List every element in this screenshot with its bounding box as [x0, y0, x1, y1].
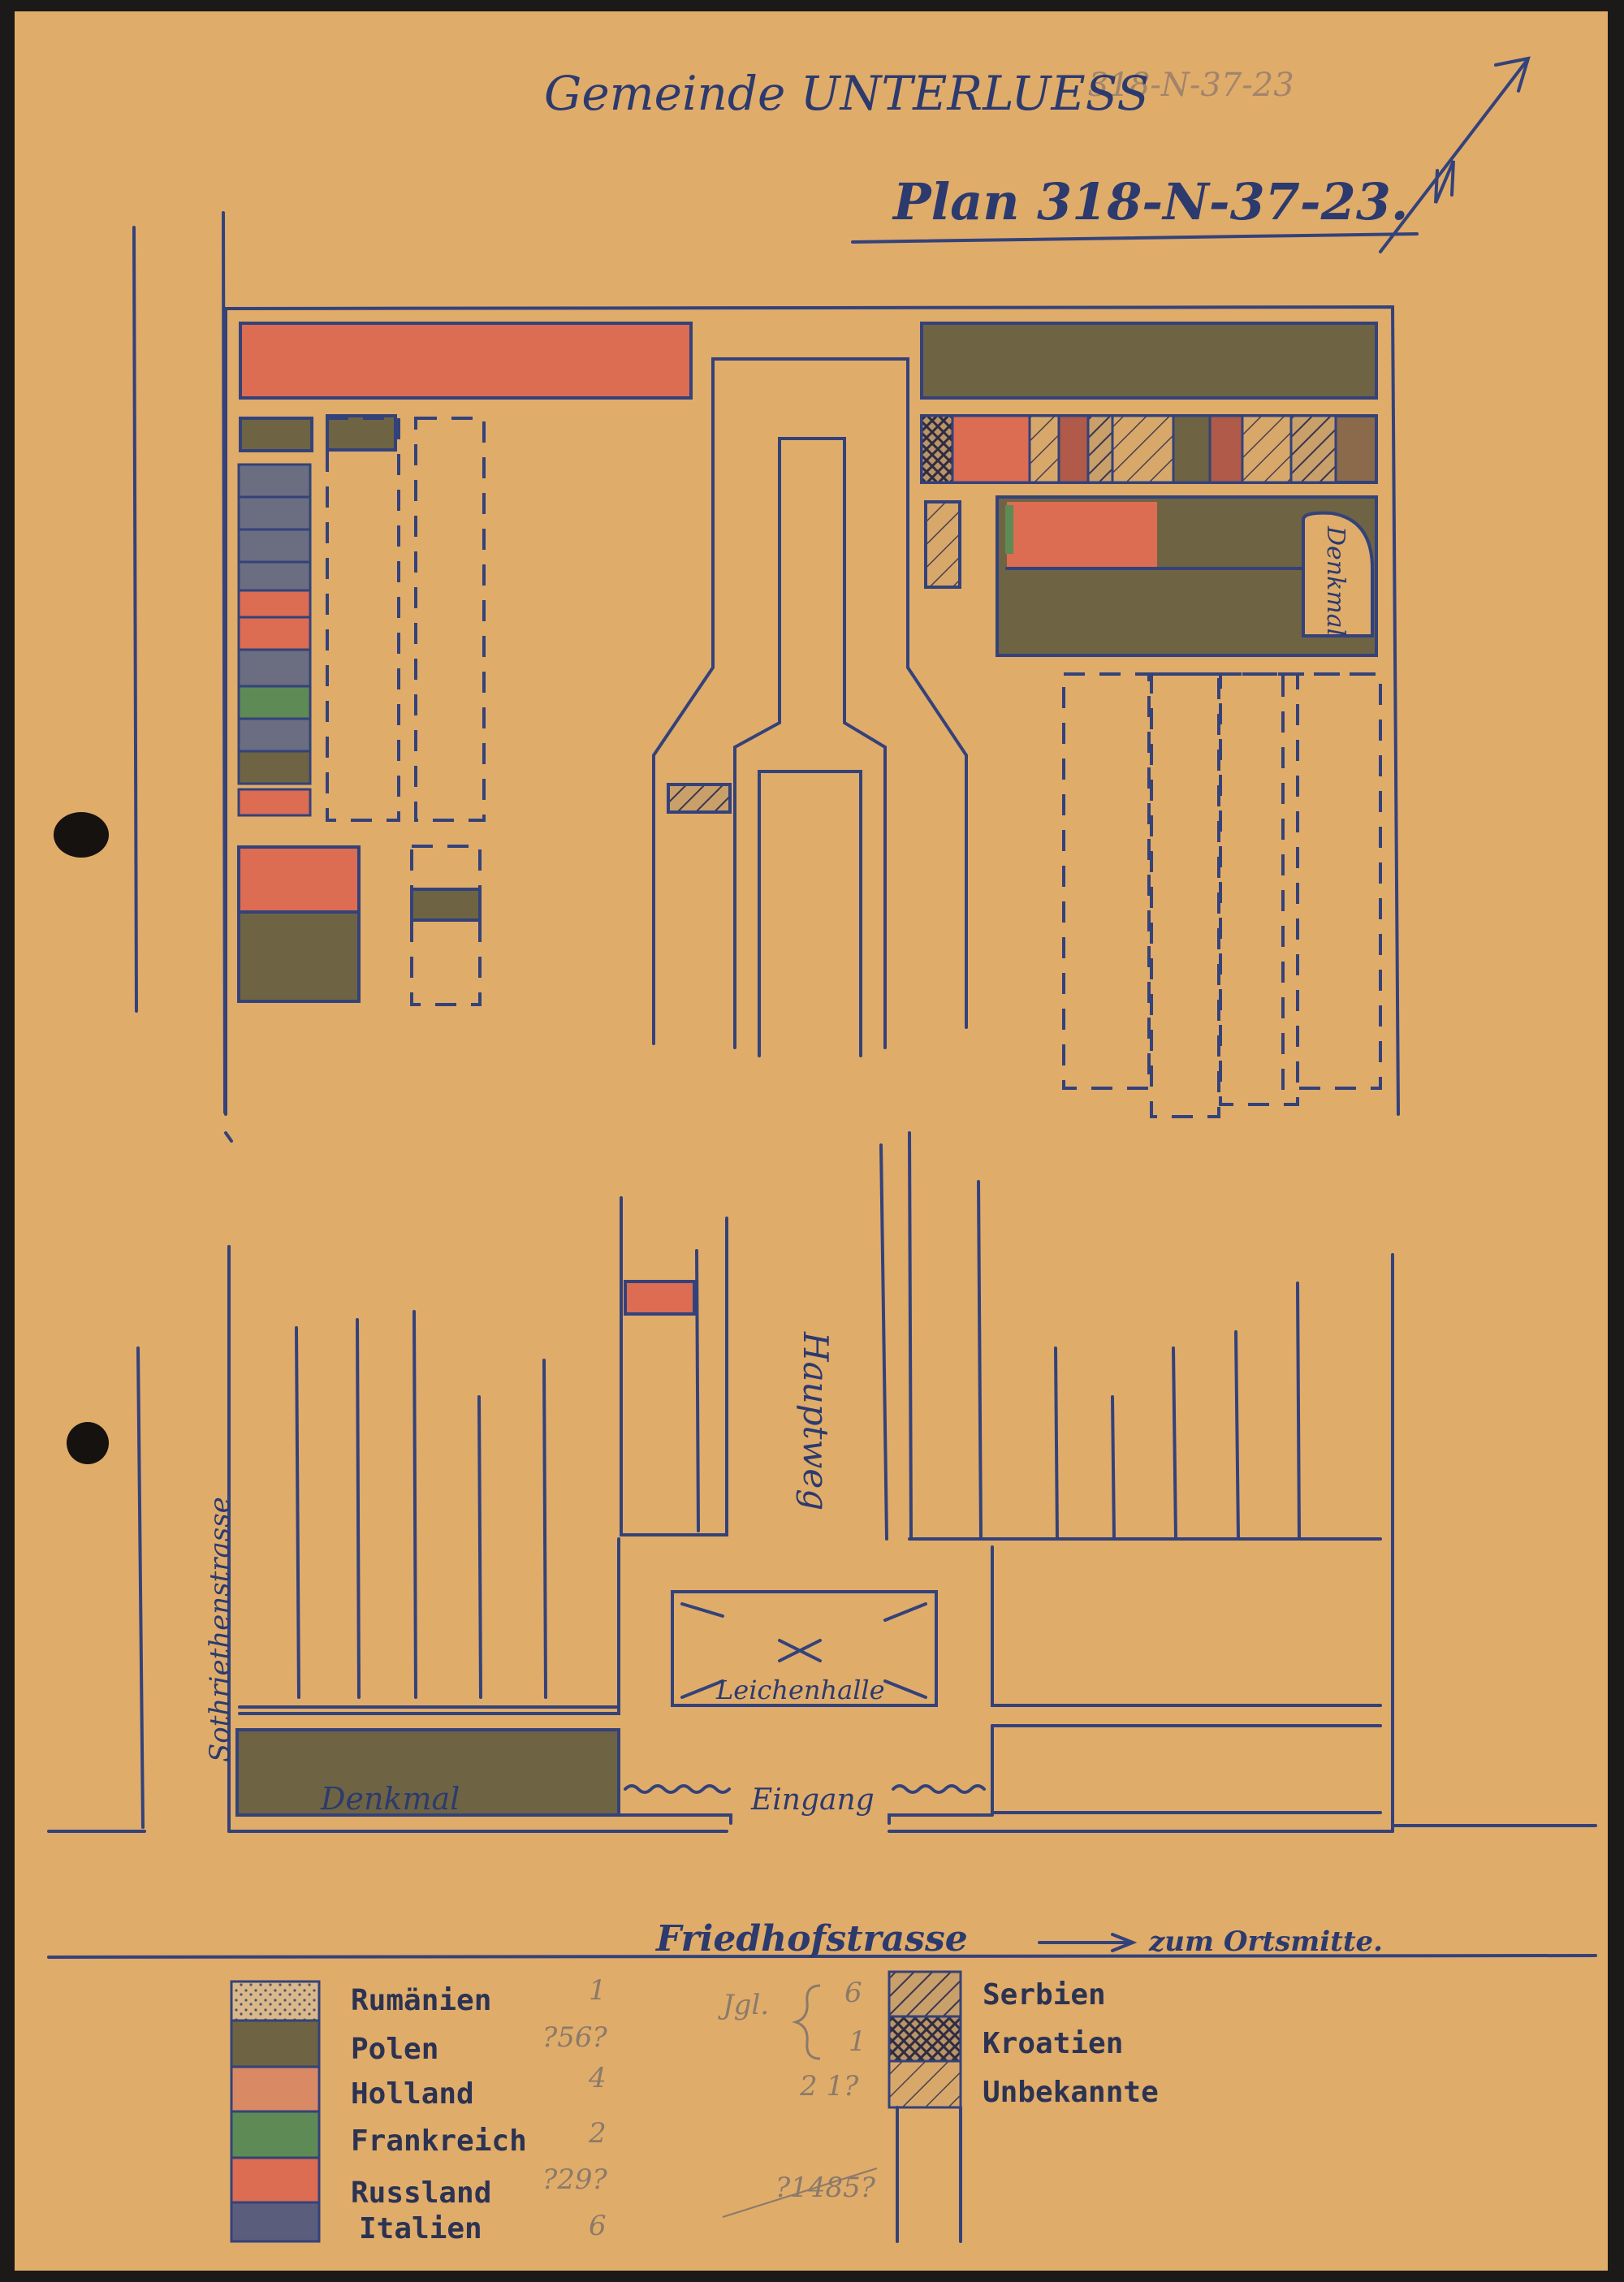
legend-label-italien: Italien — [359, 2212, 482, 2245]
legend-label-holland: Holland — [351, 2077, 474, 2111]
legend-count-frankreich: 2 — [588, 2117, 607, 2150]
legend-count-rumaenien: 1 — [589, 1974, 607, 2007]
legend-label-polen: Polen — [351, 2033, 438, 2066]
upper-right-plots: Denkmal — [920, 322, 1382, 1118]
legend-label-russland: Russland — [351, 2176, 491, 2210]
legend-left-counts: 1 ?56? 4 2 ?29? 6 — [542, 1974, 607, 2242]
entrance-label: Eingang — [750, 1783, 875, 1817]
main-path-label: Hauptweg — [796, 1331, 836, 1511]
legend-count-italien: 6 — [589, 2210, 607, 2242]
plan-underline — [851, 232, 1419, 244]
monument-label-bottom: Denkmal — [320, 1781, 460, 1817]
faint-reference: 318-N-37-23 — [1088, 67, 1294, 104]
hall-label: Leichenhalle — [715, 1675, 885, 1705]
legend-count-unbekannte: 2 1? — [799, 2070, 859, 2103]
legend-total: ?1485? — [775, 2172, 876, 2204]
legend-left-swatches — [230, 1980, 321, 2243]
upper-section-outline — [224, 305, 1400, 1143]
legend-label-frankreich: Frankreich — [351, 2124, 527, 2158]
legend-right-counts: Jgl. 6 1 2 1? ?1485? — [718, 1977, 878, 2218]
legend-count-kroatien: 1 — [849, 2025, 866, 2058]
legend-bracket-note: Jgl. — [718, 1989, 769, 2021]
plan-number: Plan 318-N-37-23. — [892, 172, 1408, 231]
punch-hole-top — [54, 812, 109, 858]
central-path — [652, 357, 968, 1057]
side-street-label: Sothriethenstrasse — [204, 1497, 236, 1762]
legend-count-holland: 4 — [588, 2062, 607, 2094]
legend-left-labels: Rumänien Polen Holland Frankreich Russla… — [351, 1984, 527, 2245]
to-center-label: zum Ortsmitte. — [1148, 1925, 1383, 1958]
legend-right-swatches — [888, 1970, 962, 2243]
legend-right-labels: Serbien Kroatien Unbekannte — [983, 1978, 1159, 2109]
legend-label-unbekannte: Unbekannte — [983, 2076, 1159, 2109]
legend-count-serbien: 6 — [844, 1977, 862, 2009]
upper-left-plots — [237, 322, 693, 1006]
legend-count-russland: ?29? — [542, 2163, 607, 2196]
legend-label-rumaenien: Rumänien — [351, 1984, 491, 2017]
monument-label-top: Denkmal — [1321, 525, 1350, 636]
legend-count-polen: ?56? — [542, 2021, 607, 2054]
direction-arrowhead-icon — [1111, 1933, 1138, 1952]
legend-label-kroatien: Kroatien — [983, 2027, 1123, 2060]
north-arrow-icon — [1379, 56, 1531, 253]
municipality-title: Gemeinde UNTERLUESS — [544, 66, 1149, 121]
cemetery-street-label: Friedhofstrasse — [654, 1918, 968, 1960]
legend-bracket-icon — [791, 1984, 821, 2060]
punch-hole-bottom — [67, 1422, 109, 1464]
legend-label-serbien: Serbien — [983, 1978, 1106, 2012]
lower-section — [227, 1131, 1394, 1833]
